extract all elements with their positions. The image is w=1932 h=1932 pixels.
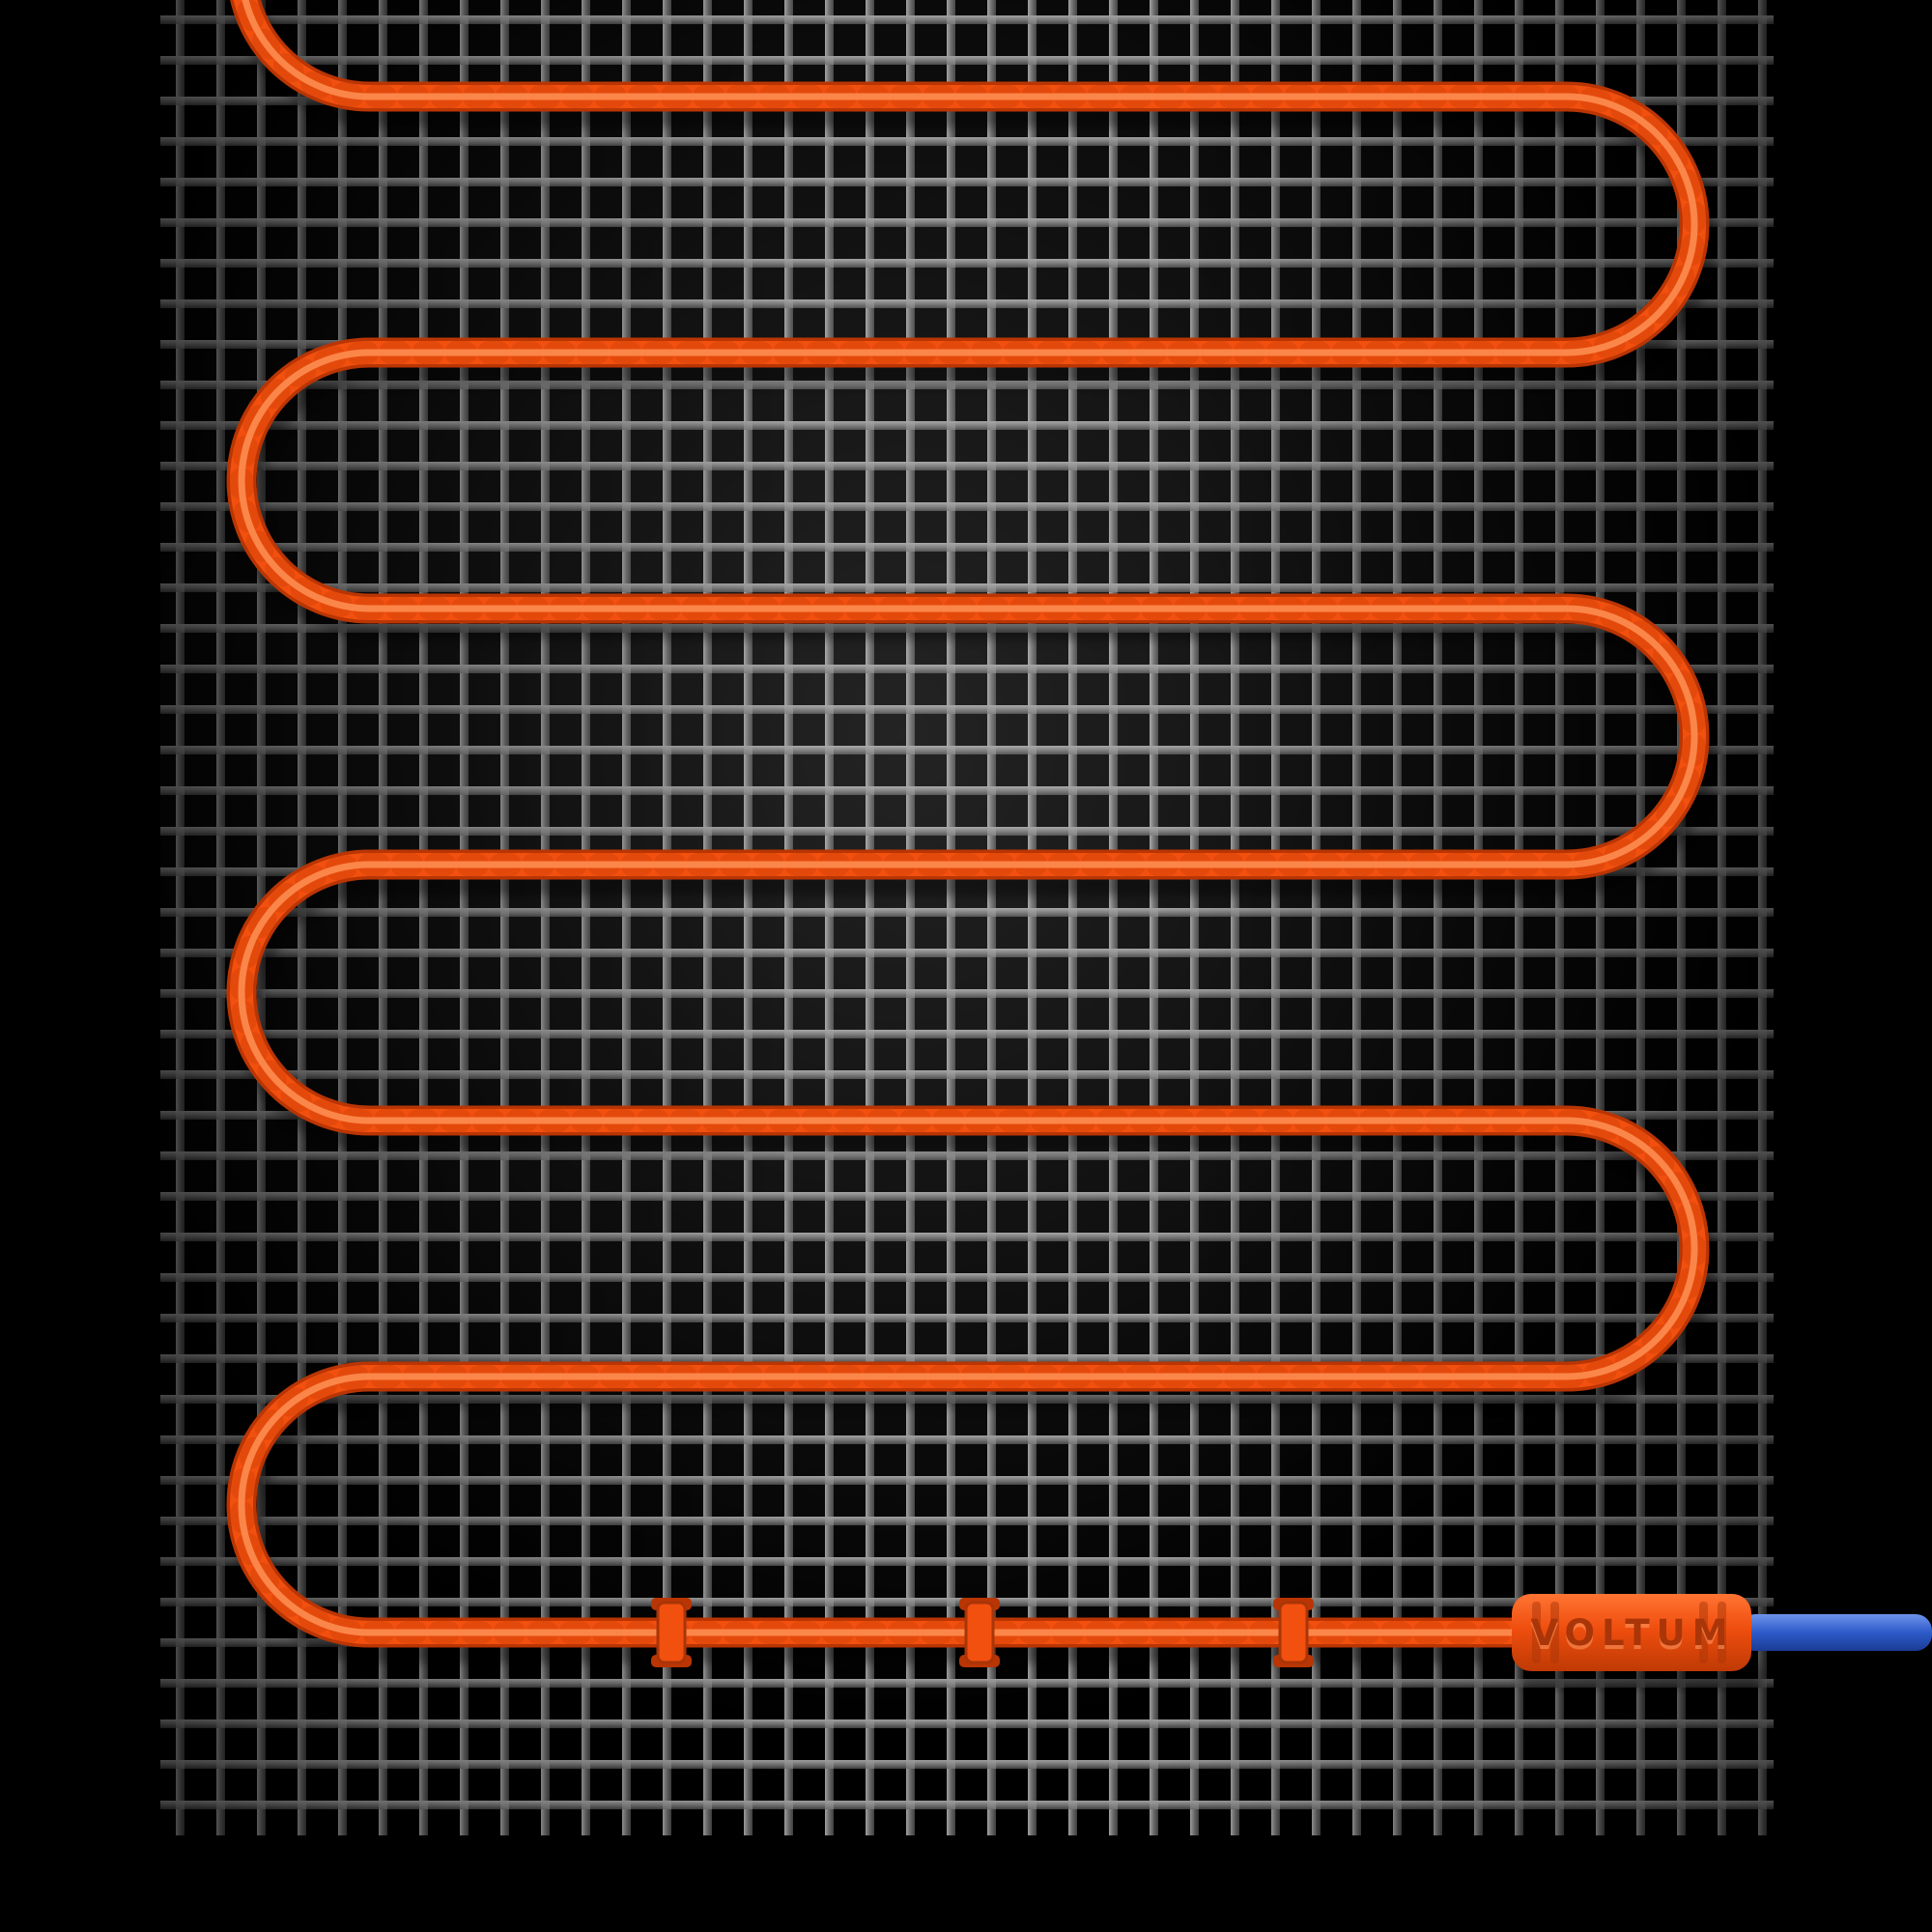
connector-label-emboss: VOLTUM <box>1531 1616 1735 1658</box>
power-lead-cable <box>1739 1614 1932 1651</box>
connector-ridge <box>1532 1602 1541 1663</box>
mesh-edge-shading <box>160 0 1774 1835</box>
connector-coupler: VOLTUM VOLTUM <box>1512 1594 1751 1671</box>
cable-clips <box>651 1598 1314 1667</box>
connector-ridge <box>1699 1602 1708 1663</box>
clip-body <box>656 1601 687 1664</box>
clip-body <box>964 1601 995 1664</box>
connector-ridge <box>1550 1602 1559 1663</box>
cable-clip <box>959 1598 1000 1667</box>
cable-clip <box>651 1598 692 1667</box>
connector-ridge <box>1718 1602 1726 1663</box>
mesh-mat <box>160 0 1774 1835</box>
connector-label: VOLTUM <box>1531 1612 1735 1654</box>
cable-clip <box>1273 1598 1314 1667</box>
clip-body <box>1278 1601 1309 1664</box>
connector-body <box>1512 1594 1751 1671</box>
